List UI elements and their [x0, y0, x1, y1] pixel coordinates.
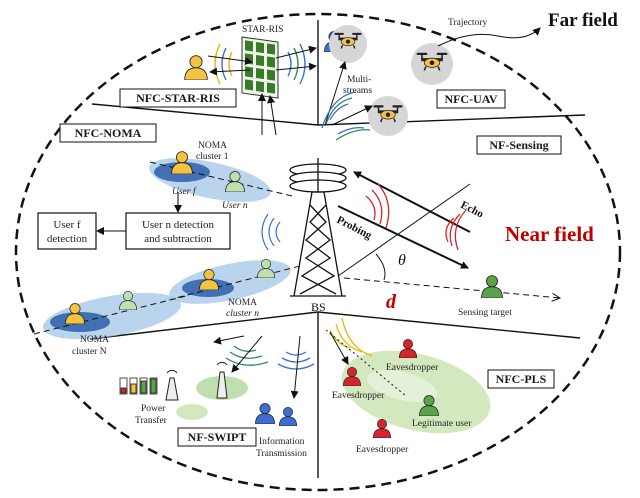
info-transmission-label-2: Transmission	[256, 449, 307, 459]
probing-arrow	[337, 205, 469, 269]
swipt-user-blue-2	[279, 407, 297, 426]
swipt-sector: Power Transfer NF-SWIPT Information Tran…	[119, 335, 315, 459]
sensing-target-icon	[481, 275, 503, 298]
user-f-label: User f	[172, 186, 197, 197]
pls-label-box	[487, 369, 555, 389]
star-ris-panel	[241, 36, 279, 99]
star-ris-waves	[214, 43, 306, 85]
swipt-antenna-1	[165, 369, 179, 401]
noma-cluster-N-label-a: NOMA	[80, 335, 109, 345]
noma-cluster-1-label-b: cluster 1	[196, 152, 229, 162]
power-transfer-label-1: Power	[141, 404, 166, 414]
sector-dividers	[89, 20, 586, 478]
sic-label-1: User n detection	[142, 219, 215, 231]
uav-sector: Trajectory Multi- streams NFC-UAV	[321, 18, 541, 141]
sensing-sector: NF-Sensing Echo Probing θ d Near field S…	[335, 135, 594, 318]
noma-cluster-n-label-b: cluster n	[226, 309, 259, 319]
sensing-waves-probe	[365, 183, 390, 229]
user-n-label: User n	[222, 201, 248, 211]
user-f-detect-label-1: User f	[53, 219, 81, 231]
uav-label-box	[436, 89, 506, 109]
multi-streams-label-1: Multi-	[347, 75, 371, 85]
bs-label: BS	[311, 300, 326, 314]
user-f-detect-label-2: detection	[47, 233, 88, 245]
star-ris-device-label: STAR-RIS	[242, 25, 283, 35]
sensing-label: NF-Sensing	[489, 138, 548, 152]
echo-label: Echo	[459, 199, 486, 221]
noma-cluster-N-label-b: cluster N	[72, 347, 107, 357]
noma-sector: NFC-NOMA NOMA cluster 1 User f User n Us…	[33, 123, 301, 357]
swipt-user-blue-1	[255, 403, 275, 424]
sensing-target-label: Sensing target	[458, 308, 512, 318]
pls-waves	[329, 317, 373, 357]
eavesdropper-top-label: Eavesdropper	[386, 363, 439, 373]
swipt-antenna-2	[216, 361, 228, 399]
power-transfer-label-2: Transfer	[135, 415, 168, 426]
trajectory-path	[437, 27, 541, 47]
swipt-waves-green	[225, 345, 269, 366]
theta-label: θ	[398, 252, 406, 269]
battery-icons	[119, 377, 158, 395]
noma-label: NFC-NOMA	[75, 126, 142, 140]
star-ris-sector: STAR-RIS	[119, 25, 344, 136]
sensing-normal-line	[337, 183, 471, 277]
theta-arc	[375, 253, 386, 281]
trajectory-label: Trajectory	[448, 18, 487, 28]
noma-label-box	[59, 123, 157, 143]
base-station	[289, 158, 347, 297]
noma-cluster-1-label-a: NOMA	[198, 141, 227, 151]
distance-line	[343, 277, 560, 298]
near-field-title: Near field	[505, 222, 594, 246]
noma-cluster-n-label-a: NOMA	[228, 298, 257, 308]
star-ris-label-box	[119, 88, 237, 108]
distance-label: d	[386, 291, 397, 313]
multi-streams-label-2: streams	[343, 86, 372, 96]
pls-label: NFC-PLS	[496, 372, 547, 386]
uav-waves	[321, 91, 371, 141]
eavesdropper-top-icon	[399, 339, 417, 358]
info-transmission-label-1: Information	[259, 436, 305, 447]
eavesdropper-bottom-label: Eavesdropper	[356, 445, 409, 455]
noma-waves	[261, 213, 281, 251]
field-boundary	[14, 12, 622, 492]
far-field-title: Far field	[548, 10, 618, 31]
pls-sector: Eavesdropper Eavesdropper Legitimate use…	[325, 317, 555, 455]
swipt-label-box	[177, 427, 257, 447]
star-ris-label: NFC-STAR-RIS	[136, 91, 220, 105]
uav-label: NFC-UAV	[444, 92, 497, 106]
legitimate-user-label: Legitimate user	[412, 419, 472, 429]
eavesdropper-left-label: Eavesdropper	[332, 391, 385, 401]
star-ris-user-yellow	[184, 55, 208, 80]
sic-label-2: and subtraction	[144, 233, 212, 245]
swipt-waves-blue	[277, 351, 315, 370]
swipt-label: NF-SWIPT	[188, 430, 247, 444]
sensing-waves-echo	[445, 209, 467, 251]
probing-label: Probing	[335, 214, 374, 242]
sensing-label-box	[476, 135, 562, 155]
